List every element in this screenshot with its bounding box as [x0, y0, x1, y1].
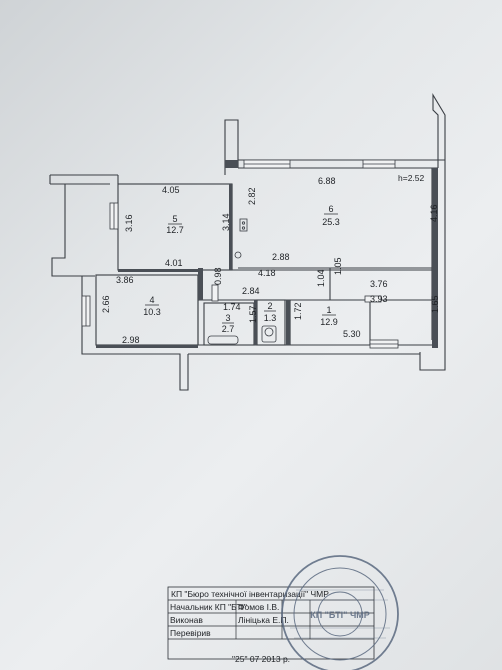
windows [81, 159, 399, 349]
dim-label: 3.76 [370, 279, 388, 289]
dim-label: 3.16 [124, 214, 134, 232]
room-area: 10.3 [143, 307, 161, 317]
dim-label: 2.84 [242, 286, 260, 296]
row-value: Фомов І.В. [238, 602, 279, 612]
room-area: 25.3 [322, 217, 340, 227]
room-number: 2 [267, 301, 272, 311]
dimension-labels: 4.05 3.16 3.14 4.01 2.82 6.88 h=2.52 4.1… [101, 173, 440, 345]
row-label: Начальник КП "БТІ" [170, 602, 247, 612]
bathtub-icon [207, 335, 239, 345]
room-number: 1 [326, 305, 331, 315]
dim-label: 1.57 [248, 305, 258, 323]
dim-label: 6.88 [318, 176, 336, 186]
room-area: 12.9 [320, 317, 338, 327]
dim-label: 2.98 [122, 335, 140, 345]
dim-label: 1.05 [333, 257, 343, 275]
dim-label: 4.18 [258, 268, 276, 278]
ceiling-height-label: h=2.52 [398, 173, 425, 183]
seal-stamp: КП "БТІ" ЧМР [281, 555, 399, 670]
seal-text: КП "БТІ" ЧМР [310, 610, 370, 620]
dim-label: 3.86 [116, 275, 134, 285]
room-number: 3 [225, 313, 230, 323]
room-number: 6 [328, 204, 333, 214]
row-value: Лініцька Е.П. [238, 615, 289, 625]
wall-fill [96, 160, 438, 348]
room-number: 4 [149, 295, 154, 305]
room-area: 2.7 [222, 324, 235, 334]
toilet-icon [261, 325, 277, 343]
dim-label: 4.01 [165, 258, 183, 268]
room-number: 5 [172, 214, 177, 224]
room-area: 1.3 [264, 313, 277, 323]
dim-label: 2.66 [101, 295, 111, 313]
title-block: КП "Бюро технічної інвентаризації" ЧМР Н… [167, 586, 375, 664]
dim-label: 3.93 [370, 294, 388, 304]
dim-label: 3.14 [221, 213, 231, 231]
document-date: "25" 07 2013 р. [232, 654, 290, 664]
stove-icon [239, 218, 248, 232]
dim-label: 2.82 [247, 187, 257, 205]
room-labels: 5 12.7 6 25.3 4 10.3 3 2.7 2 1.3 1 12.9 [143, 204, 340, 334]
organization-name: КП "Бюро технічної інвентаризації" ЧМР [171, 589, 329, 599]
sink-icon [234, 251, 242, 259]
dim-label: 2.88 [272, 252, 290, 262]
dim-label: 1.74 [223, 302, 241, 312]
dim-label: 1.04 [316, 269, 326, 287]
dim-label: 0.98 [213, 267, 223, 285]
dim-label: 1.65 [430, 295, 440, 313]
dim-label: 5.30 [343, 329, 361, 339]
dim-label: 4.16 [429, 204, 439, 222]
fixtures [207, 218, 277, 345]
room-area: 12.7 [166, 225, 184, 235]
dim-label: 1.72 [293, 302, 303, 320]
row-label: Виконав [170, 615, 203, 625]
dim-label: 4.05 [162, 185, 180, 195]
row-label: Перевірив [170, 628, 211, 638]
